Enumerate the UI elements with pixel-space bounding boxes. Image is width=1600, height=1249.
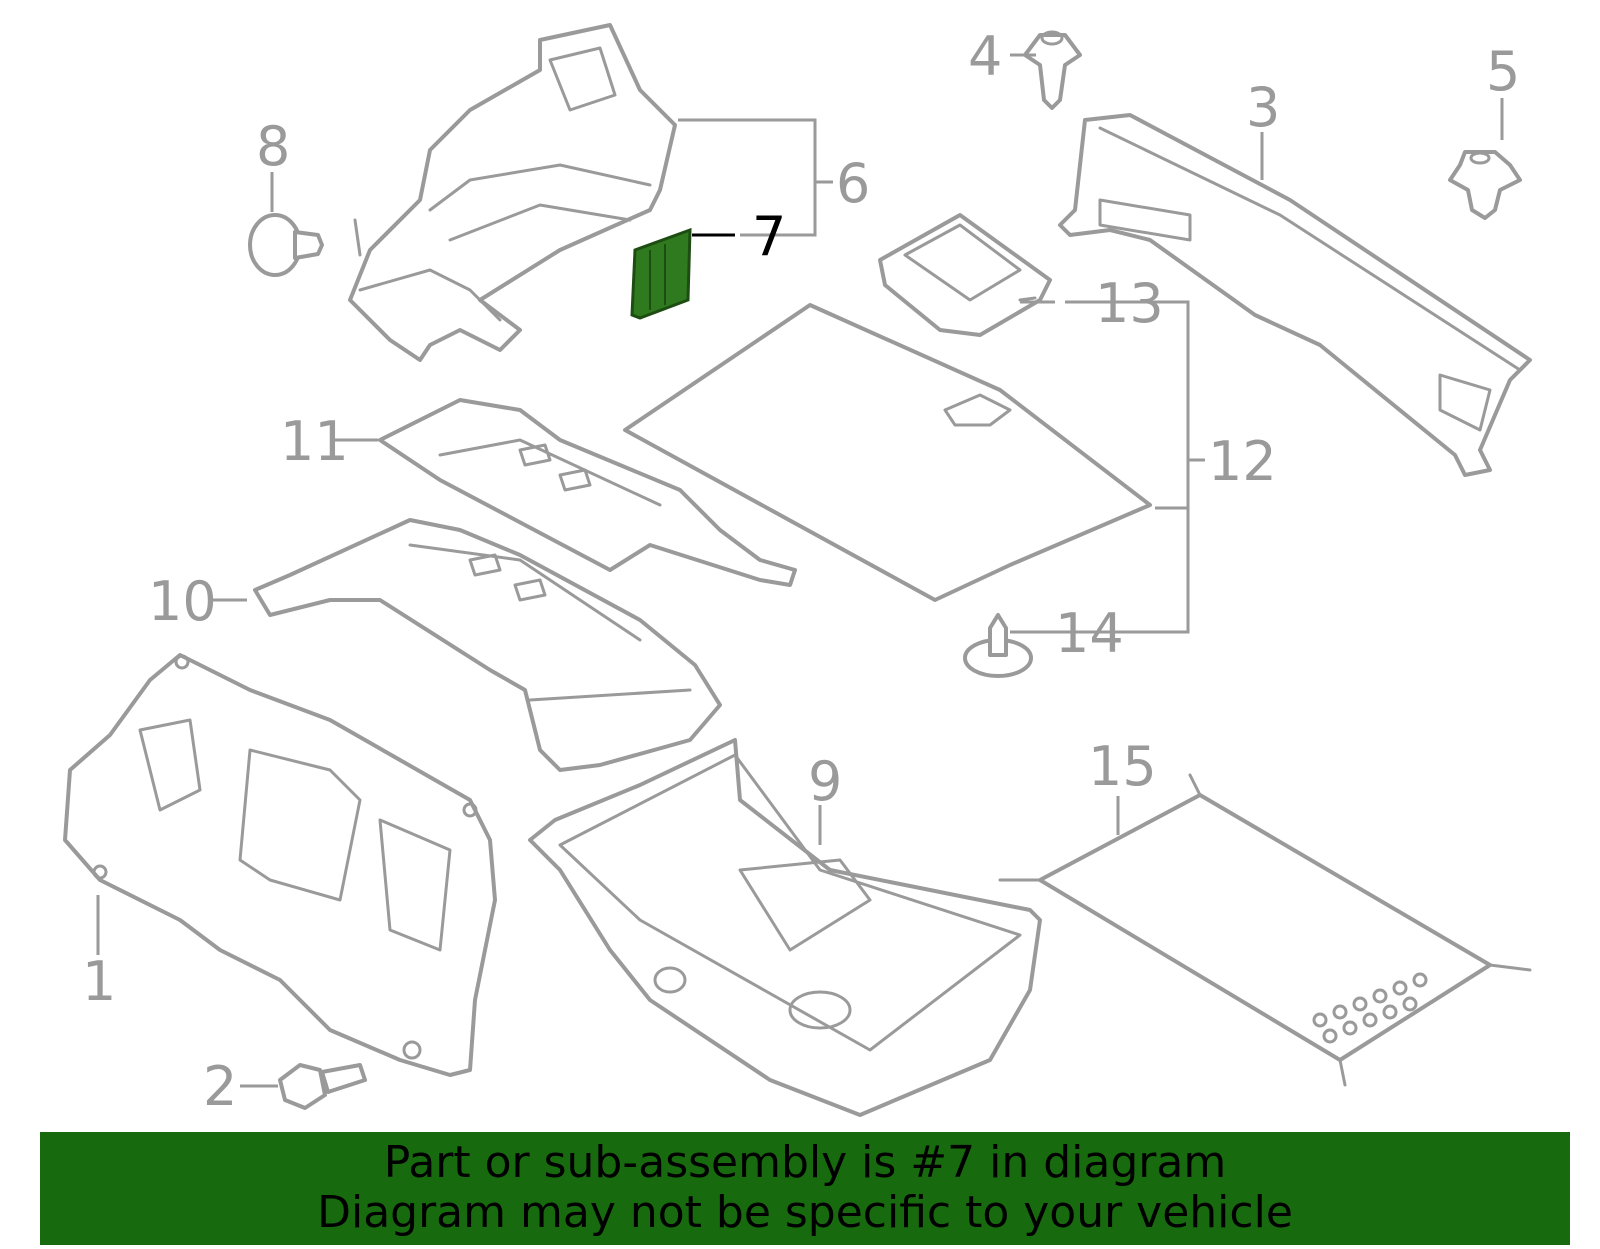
callout-15: 15	[1088, 735, 1157, 798]
callout-12: 12	[1208, 430, 1277, 493]
callout-10: 10	[148, 570, 217, 633]
part-3-rear-trim-panel	[1058, 113, 1532, 477]
net-mesh	[1312, 972, 1428, 1044]
callout-13: 13	[1095, 272, 1164, 335]
part-15-cargo-net	[998, 773, 1532, 1087]
callout-8: 8	[256, 115, 290, 178]
banner-line-2: Diagram may not be specific to your vehi…	[317, 1187, 1293, 1238]
callout-5: 5	[1486, 40, 1520, 103]
part-13-cover	[878, 213, 1052, 337]
callout-2: 2	[203, 1055, 237, 1118]
part-7-highlighted	[630, 227, 692, 320]
part-8-fastener	[248, 213, 324, 277]
callout-14: 14	[1055, 602, 1124, 665]
part-11-insulation-panel	[378, 398, 797, 587]
callout-3: 3	[1246, 76, 1280, 139]
part-4-clip	[1023, 30, 1082, 110]
part-12-floor-cover	[623, 303, 1152, 602]
callout-6: 6	[836, 152, 870, 215]
callout-4: 4	[968, 25, 1002, 88]
part-5-clip	[1448, 150, 1522, 220]
part-2-bolt	[278, 1063, 367, 1110]
part-9-storage-tray	[528, 738, 1042, 1117]
callout-9: 9	[808, 750, 842, 813]
callout-7-highlighted: 7	[752, 205, 786, 268]
callout-lines	[96, 53, 1504, 1088]
callout-numbers: 1 2 3 4 5 6 7 8 9 10 11 12 13 14 15	[82, 25, 1520, 1118]
callout-1: 1	[82, 950, 116, 1013]
part-6-side-trim-panel	[348, 23, 677, 362]
info-banner: Part or sub-assembly is #7 in diagram Di…	[40, 1132, 1570, 1245]
part-1-rear-panel	[63, 653, 497, 1077]
banner-line-1: Part or sub-assembly is #7 in diagram	[383, 1137, 1227, 1188]
part-10-insulation-panel	[253, 518, 722, 772]
callout-11: 11	[280, 410, 349, 473]
part-14-push-pin	[963, 613, 1033, 678]
